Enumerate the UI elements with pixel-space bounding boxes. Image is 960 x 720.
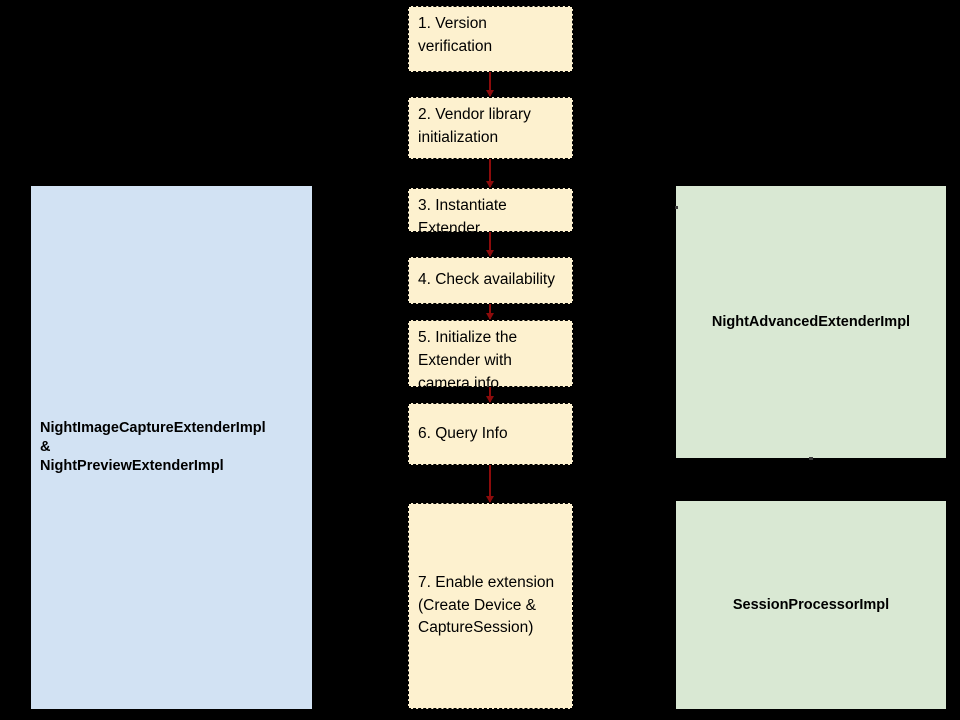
connector-tick-advanced-bottom: [809, 457, 813, 460]
flow-step-4[interactable]: 4. Check availability: [408, 257, 573, 304]
flow-step-1[interactable]: 1. Version verification: [408, 6, 573, 72]
arrow-step1-to-step2: [486, 72, 494, 97]
arrow-step3-to-step4: [486, 232, 494, 257]
flow-step-7-label: 7. Enable extension (Create Device & Cap…: [418, 573, 555, 637]
arrow-step2-to-step3: [486, 159, 494, 188]
flow-step-1-label: 1. Version verification: [418, 15, 493, 55]
arrow-step4-to-step5: [486, 304, 494, 320]
connector-tick-advanced-left: [675, 206, 678, 209]
basic-extender-panel[interactable]: NightImageCaptureExtenderImpl & NightPre…: [31, 186, 312, 709]
flow-step-2-label: 2. Vendor library initialization: [418, 106, 531, 146]
flow-step-5-label: 5. Initialize the Extender with camera i…: [418, 329, 518, 392]
flow-step-3[interactable]: 3. Instantiate Extender: [408, 188, 573, 237]
flow-step-6[interactable]: 6. Query Info: [408, 403, 573, 465]
flow-step-2[interactable]: 2. Vendor library initialization: [408, 97, 573, 159]
basic-extender-panel-label: NightImageCaptureExtenderImpl & NightPre…: [40, 420, 266, 474]
flow-step-6-label: 6. Query Info: [418, 424, 508, 442]
advanced-extender-panel[interactable]: NightAdvancedExtenderImpl: [676, 186, 946, 458]
flow-step-4-label: 4. Check availability: [418, 271, 555, 289]
arrow-step5-to-step6: [486, 387, 494, 403]
arrow-step6-to-step7: [486, 465, 494, 503]
flow-step-5[interactable]: 5. Initialize the Extender with camera i…: [408, 320, 573, 392]
session-processor-panel-label: SessionProcessorImpl: [732, 596, 890, 613]
flow-step-7[interactable]: 7. Enable extension (Create Device & Cap…: [408, 503, 573, 709]
session-processor-panel[interactable]: SessionProcessorImpl: [676, 501, 946, 709]
advanced-extender-panel-label: NightAdvancedExtenderImpl: [711, 313, 911, 330]
flow-step-3-label: 3. Instantiate Extender: [418, 197, 507, 237]
